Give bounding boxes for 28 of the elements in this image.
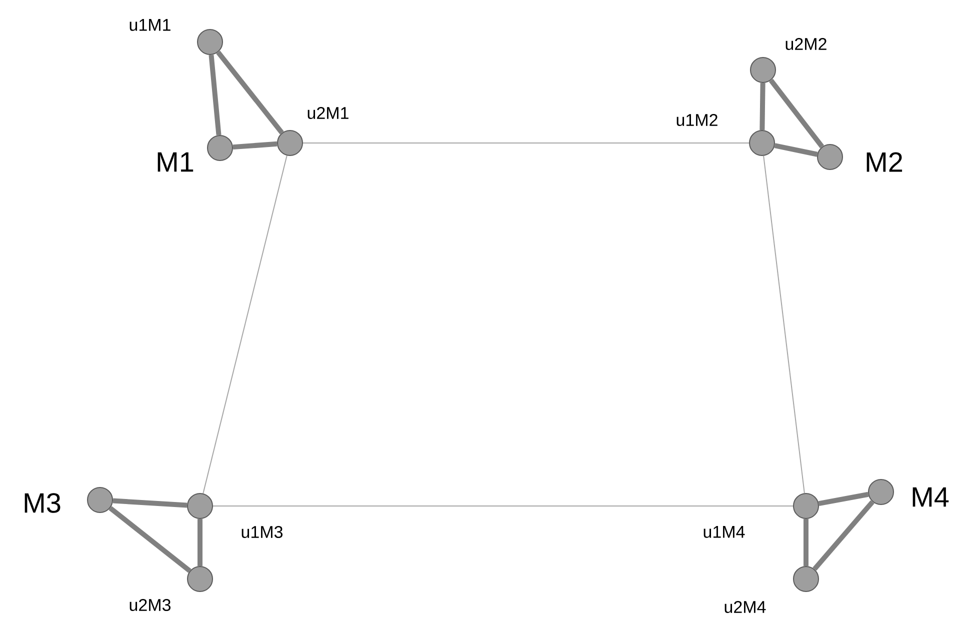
edge-line [232,141,278,150]
node-label: u1M2 [676,114,718,126]
node-label: u1M1 [130,19,170,31]
edge-line [202,155,288,494]
edge-line [818,492,869,506]
node-label: M3 [24,493,60,513]
node-label: u2M4 [724,600,766,613]
edge-line [302,142,750,144]
node-label: M1 [158,152,194,172]
node-label: u2M3 [130,598,171,611]
edge-line [216,50,284,134]
node-label: M4 [912,487,949,507]
edge-line [112,498,188,508]
edge-line [208,54,222,136]
node-label: u1M3 [242,526,283,538]
node-label: M2 [866,152,902,172]
edge-line [108,506,192,573]
edge-line [804,518,808,566]
edge-line [212,505,794,506]
edge-line [774,143,818,157]
edge-line [760,82,766,130]
node-label: u2M2 [786,38,826,50]
edge-line [768,78,824,148]
edge-line [812,500,874,571]
node-label: u2M1 [308,106,348,120]
edge-line [198,518,202,566]
node-label: u1M4 [704,526,745,538]
edge-line [763,155,805,494]
